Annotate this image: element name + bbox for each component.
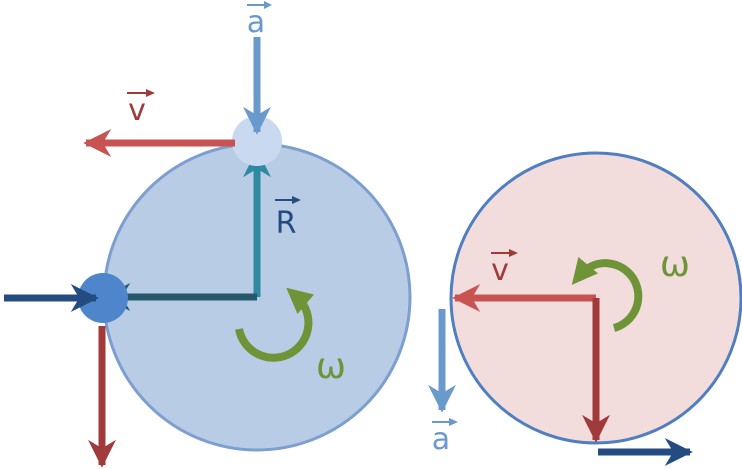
label-velocity-right: v: [491, 249, 518, 288]
label-velocity-top: v: [127, 89, 155, 128]
svg-text:v: v: [128, 93, 146, 128]
label-omega-left: ω: [316, 346, 346, 387]
svg-text:R: R: [276, 206, 297, 241]
omega-arrow-left: [235, 287, 315, 362]
label-omega-right: ω: [660, 244, 690, 285]
svg-text:a: a: [247, 5, 265, 40]
svg-text:v: v: [491, 253, 509, 288]
omega-arrow-right: [571, 256, 643, 332]
label-accel-top: a: [247, 1, 272, 40]
svg-text:a: a: [432, 422, 450, 457]
label-radius: R: [275, 196, 301, 241]
label-accel-right: a: [432, 418, 458, 457]
